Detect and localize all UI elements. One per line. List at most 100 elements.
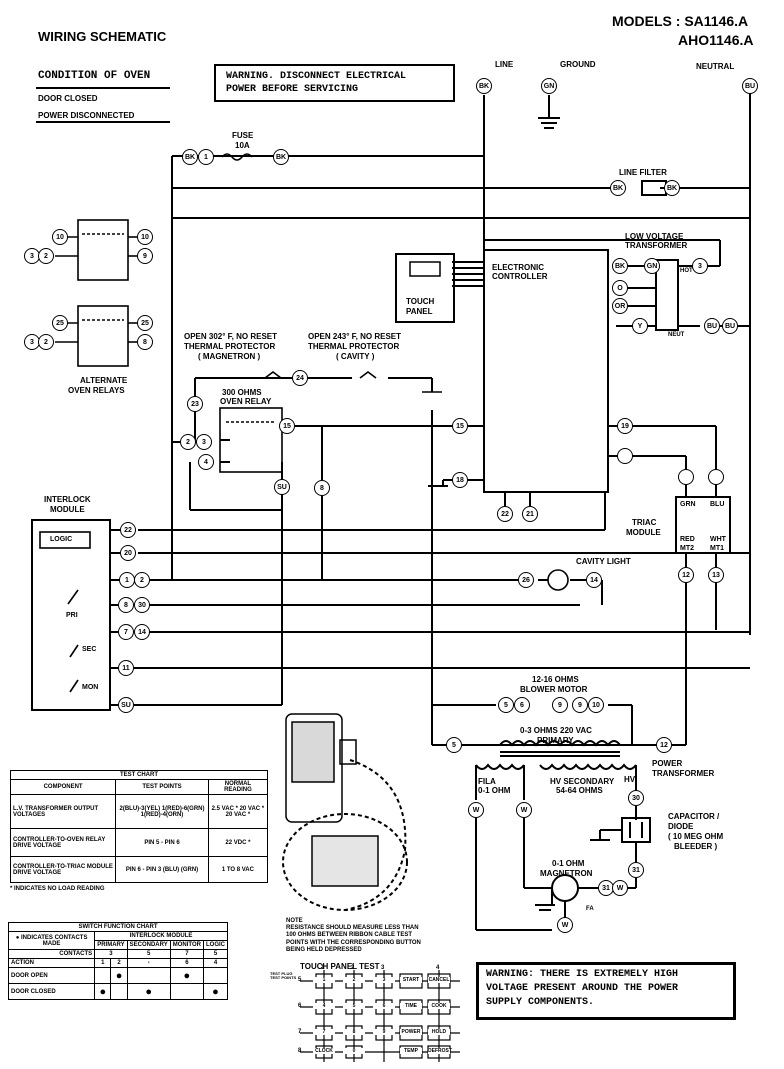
- test-chart-row-3-points: PIN 6 - PIN 3 (BLU) (GRN): [115, 856, 209, 883]
- connector-node: W: [468, 802, 484, 818]
- connector-node: 14: [134, 624, 150, 640]
- note-line-5: BEING HELD DEPRESSED: [286, 946, 362, 953]
- connector-node: 10: [52, 229, 68, 245]
- note-block: NOTE RESISTANCE SHOULD MEASURE LESS THAN…: [286, 918, 421, 954]
- capacitor-line-3: ( 10 MEG OHM: [668, 832, 724, 841]
- connector-node: BK: [476, 78, 492, 94]
- connector-node: BK: [664, 180, 680, 196]
- interlock-line-1: INTERLOCK: [44, 495, 91, 504]
- connector-node: 5: [446, 737, 462, 753]
- connector-node: 20: [120, 545, 136, 561]
- touch-panel-key: TIME: [400, 1003, 422, 1009]
- thermal-mag-line-3: ( MAGNETRON ): [198, 352, 261, 361]
- warning-bottom-line-2: VOLTAGE PRESENT AROUND THE POWER: [486, 983, 679, 994]
- interlock-line-2: MODULE: [50, 505, 85, 514]
- connector-node: 9: [137, 248, 153, 264]
- connector-node: 14: [586, 572, 602, 588]
- switch-action-1: 1: [94, 958, 112, 968]
- connector-node: 30: [134, 597, 150, 613]
- lv-transformer-line-2: TRANSFORMER: [625, 241, 688, 250]
- touch-panel-key: 0: [343, 1048, 365, 1054]
- condition-door: DOOR CLOSED: [38, 94, 98, 103]
- touch-panel-key: HOLD: [428, 1029, 450, 1035]
- primary-ohms: 0-3 OHMS 220 VAC: [520, 726, 592, 735]
- controller-line-1: ELECTRONIC: [492, 263, 544, 272]
- switch-row-door-open-mark: [203, 967, 228, 984]
- fuse-label: FUSE: [232, 131, 254, 140]
- connector-node: 23: [187, 396, 203, 412]
- thermal-cav-line-1: OPEN 243° F, NO RESET: [308, 332, 402, 341]
- lv-transformer-line-1: LOW VOLTAGE: [625, 232, 684, 241]
- lv-hot-tap: HOT: [680, 268, 693, 274]
- connector-node: 6: [514, 697, 530, 713]
- switch-chart: SWITCH FUNCTION CHART ● INDICATES CONTAC…: [7, 922, 228, 1000]
- connector-node: 30: [628, 790, 644, 806]
- blower-label: BLOWER MOTOR: [520, 685, 588, 694]
- hv-label: HV: [624, 775, 636, 784]
- ground-label: GROUND: [560, 60, 596, 69]
- touch-panel-key: 1: [313, 977, 335, 983]
- capacitor-line-4: BLEEDER ): [674, 842, 718, 851]
- test-chart-row-2-component: CONTROLLER-TO-OVEN RELAY DRIVE VOLTAGE: [9, 828, 117, 857]
- switch-contacts-2: 5: [126, 949, 171, 959]
- oven-relay-ohms: 300 OHMS: [222, 388, 262, 397]
- fila-line-1: FILA: [478, 777, 496, 786]
- touch-panel-key: 2: [343, 977, 365, 983]
- warning-box-top: [214, 64, 455, 102]
- connector-node: 1: [198, 149, 214, 165]
- touch-panel-col-label: 2: [351, 965, 355, 971]
- connector-node: 4: [198, 454, 214, 470]
- touch-panel-key: 9: [373, 1029, 395, 1035]
- lv-neut-tap: NEUT: [668, 332, 685, 338]
- connector-node: 10: [137, 229, 153, 245]
- touch-panel-key: 4: [313, 1003, 335, 1009]
- triac-blu: BLU: [710, 501, 725, 508]
- switch-chart-legend: ● INDICATES CONTACTS MADE: [7, 931, 96, 950]
- connector-node: 9: [552, 697, 568, 713]
- power-transformer-line-1: POWER: [652, 759, 683, 768]
- triac-grn: GRN: [680, 501, 696, 508]
- fila-line-2: 0-1 OHM: [478, 786, 511, 795]
- switch-action-2: 2: [110, 958, 128, 968]
- connector-node: SU: [274, 479, 290, 495]
- touch-panel-key: CANCEL: [428, 977, 450, 983]
- connector-node: 8: [118, 597, 134, 613]
- logic-label: LOGIC: [50, 536, 73, 543]
- connector-node: 2: [134, 572, 150, 588]
- connector-node: Y: [632, 318, 648, 334]
- triac-wht: WHT: [710, 536, 726, 543]
- touch-panel-key: 8: [343, 1029, 365, 1035]
- connector-node: 11: [118, 660, 134, 676]
- connector-node: 19: [617, 418, 633, 434]
- warning-box-bottom: [476, 962, 736, 1020]
- mon-label: MON: [82, 684, 99, 691]
- connector-node: 2: [180, 434, 196, 450]
- test-chart-header-reading: NORMAL READING: [207, 779, 269, 795]
- sec-label: SEC: [82, 646, 97, 653]
- connector-node: 9: [572, 697, 588, 713]
- connector-node: 24: [292, 370, 308, 386]
- cavity-light-label: CAVITY LIGHT: [576, 557, 631, 566]
- warning-top-line-2: POWER BEFORE SERVICING: [226, 84, 359, 95]
- switch-row-door-closed-mark: [169, 983, 205, 1000]
- line-label: LINE: [495, 60, 514, 69]
- switch-row-door-open-mark: [126, 967, 171, 984]
- connector-node: SU: [118, 697, 134, 713]
- connector-node: 1: [119, 572, 135, 588]
- models-line-1: MODELS : SA1146.A: [612, 13, 749, 29]
- switch-contacts-1: 3: [94, 949, 128, 959]
- magnetron-ohms: 0-1 OHM: [552, 859, 585, 868]
- connector-node: 25: [137, 315, 153, 331]
- connector-node: 2: [38, 334, 54, 350]
- condition-power: POWER DISCONNECTED: [38, 111, 135, 120]
- test-chart-row-3-component: CONTROLLER-TO-TRIAC MODULE DRIVE VOLTAGE: [9, 856, 117, 883]
- switch-col-secondary: SECONDARY: [126, 940, 171, 950]
- connector-node: O: [612, 280, 628, 296]
- note-line-1: NOTE: [286, 918, 303, 924]
- switch-contacts-label: CONTACTS: [7, 949, 96, 959]
- test-chart-title: TEST CHART: [10, 770, 268, 780]
- magnetron-label: MAGNETRON: [540, 869, 593, 878]
- touch-panel-key: 5: [343, 1003, 365, 1009]
- switch-row-door-closed-mark: ●: [126, 983, 171, 1000]
